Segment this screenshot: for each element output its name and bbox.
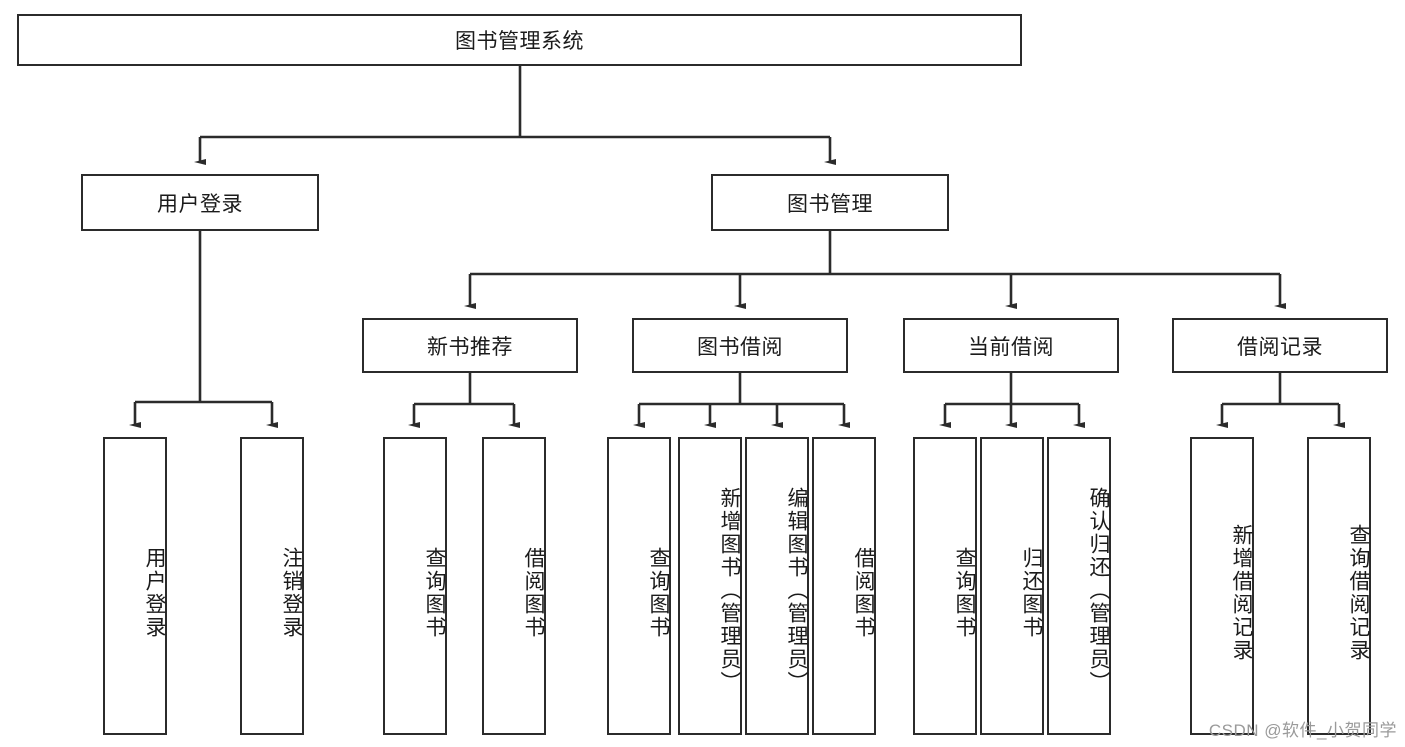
leaf-query-book-2[interactable]: 查询图书	[607, 437, 671, 735]
leaf-query-book-2-label: 查询图书	[647, 547, 670, 639]
leaf-edit-book[interactable]: 编辑图书（管理员）	[745, 437, 809, 735]
leaf-logout[interactable]: 注销登录	[240, 437, 304, 735]
leaf-query-record[interactable]: 查询借阅记录	[1307, 437, 1371, 735]
node-book-borrow-label: 图书借阅	[697, 335, 783, 359]
leaf-user-login[interactable]: 用户登录	[103, 437, 167, 735]
leaf-borrow-book-2-label: 借阅图书	[852, 547, 875, 639]
leaf-confirm-return-label: 确认归还（管理员）	[1087, 486, 1110, 694]
leaf-return-book-label: 归还图书	[1020, 547, 1043, 639]
leaf-confirm-return[interactable]: 确认归还（管理员）	[1047, 437, 1111, 735]
node-borrow-record[interactable]: 借阅记录	[1172, 318, 1388, 373]
leaf-query-book-3[interactable]: 查询图书	[913, 437, 977, 735]
node-current-borrow[interactable]: 当前借阅	[903, 318, 1119, 373]
node-current-borrow-label: 当前借阅	[968, 335, 1054, 359]
node-root-label: 图书管理系统	[455, 30, 584, 53]
leaf-query-book-3-label: 查询图书	[953, 547, 976, 639]
leaf-logout-label: 注销登录	[280, 547, 303, 639]
leaf-add-record[interactable]: 新增借阅记录	[1190, 437, 1254, 735]
leaf-add-book-label: 新增图书（管理员）	[718, 486, 741, 694]
leaf-user-login-label: 用户登录	[143, 547, 166, 639]
leaf-query-book-1[interactable]: 查询图书	[383, 437, 447, 735]
leaf-add-record-label: 新增借阅记录	[1230, 524, 1253, 662]
leaf-borrow-book-2[interactable]: 借阅图书	[812, 437, 876, 735]
leaf-query-book-1-label: 查询图书	[423, 547, 446, 639]
leaf-edit-book-label: 编辑图书（管理员）	[785, 486, 808, 694]
leaf-add-book[interactable]: 新增图书（管理员）	[678, 437, 742, 735]
node-new-book-recommend[interactable]: 新书推荐	[362, 318, 578, 373]
leaf-query-record-label: 查询借阅记录	[1347, 524, 1370, 662]
leaf-return-book[interactable]: 归还图书	[980, 437, 1044, 735]
node-user-login-label: 用户登录	[157, 192, 243, 216]
node-book-borrow[interactable]: 图书借阅	[632, 318, 848, 373]
leaf-borrow-book-1-label: 借阅图书	[522, 547, 545, 639]
node-new-book-recommend-label: 新书推荐	[427, 335, 513, 359]
leaf-borrow-book-1[interactable]: 借阅图书	[482, 437, 546, 735]
node-borrow-record-label: 借阅记录	[1237, 335, 1323, 359]
node-user-login[interactable]: 用户登录	[81, 174, 319, 231]
node-root[interactable]: 图书管理系统	[17, 14, 1022, 66]
node-book-manage[interactable]: 图书管理	[711, 174, 949, 231]
node-book-manage-label: 图书管理	[787, 192, 873, 216]
